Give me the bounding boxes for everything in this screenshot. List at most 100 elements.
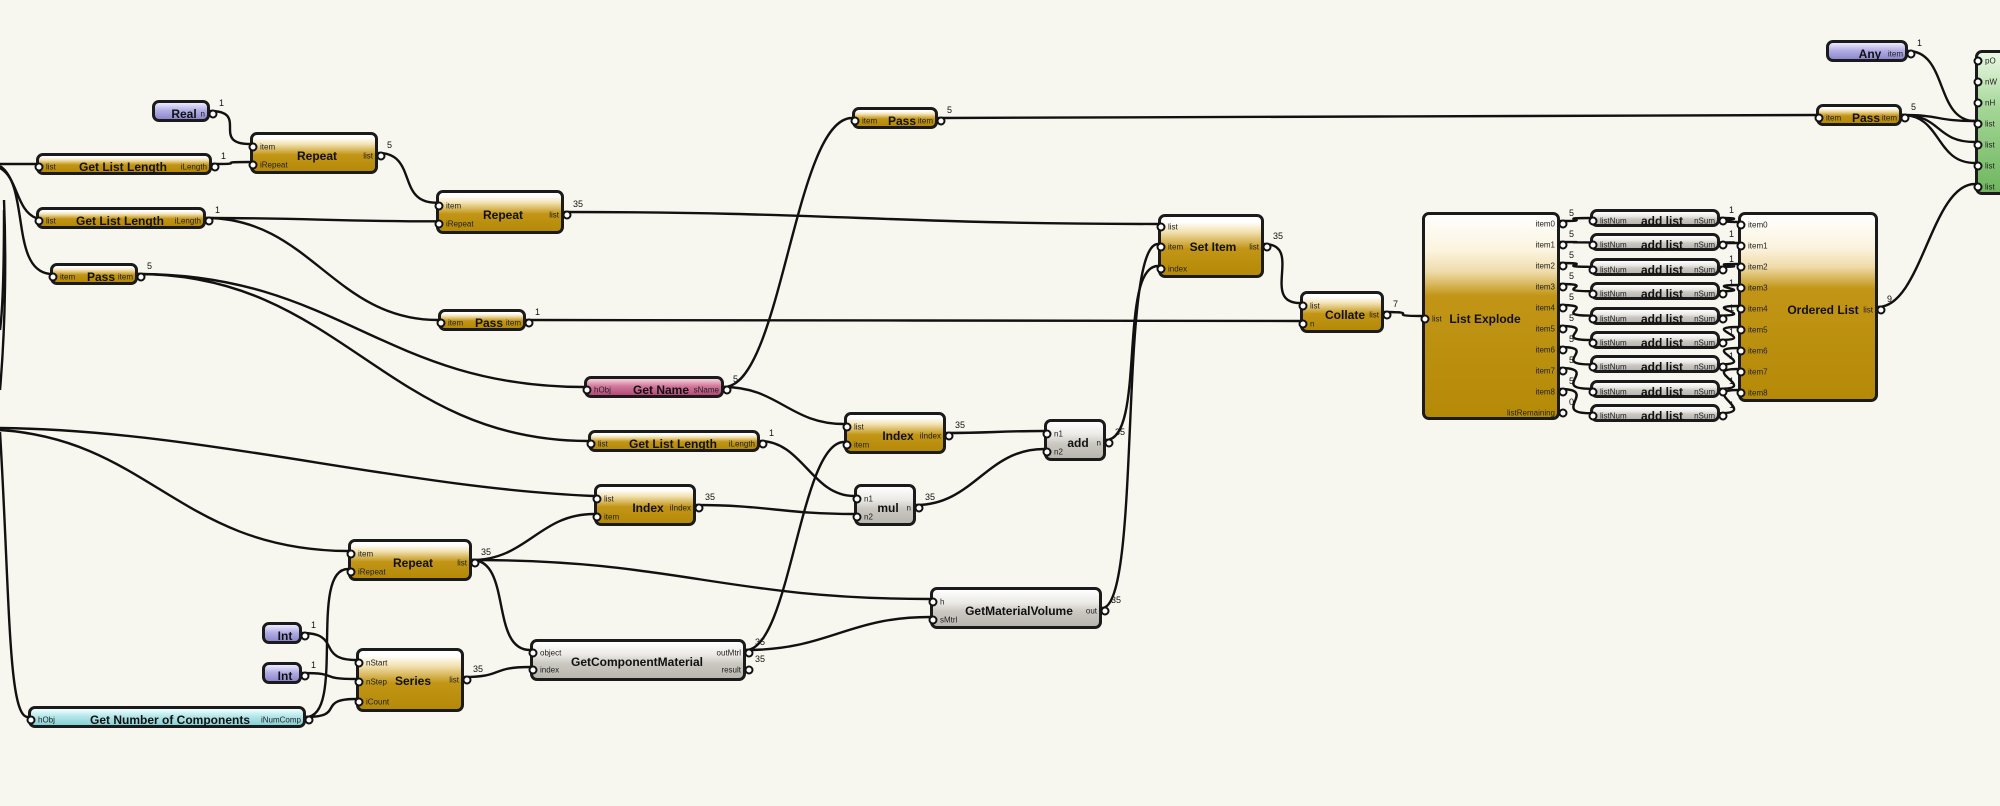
- output-port[interactable]: [744, 648, 754, 658]
- output-port[interactable]: [376, 151, 386, 161]
- output-port[interactable]: [208, 109, 218, 119]
- input-port[interactable]: [1814, 113, 1824, 123]
- output-port[interactable]: [1558, 282, 1568, 292]
- input-port[interactable]: [1973, 119, 1983, 129]
- input-port[interactable]: [928, 615, 938, 625]
- input-port[interactable]: [1736, 304, 1746, 314]
- output-port[interactable]: [304, 715, 314, 725]
- input-port[interactable]: [1973, 56, 1983, 66]
- input-port[interactable]: [1973, 98, 1983, 108]
- output-port[interactable]: [1718, 411, 1728, 421]
- input-port[interactable]: [1736, 283, 1746, 293]
- output-port[interactable]: [300, 671, 310, 681]
- input-port[interactable]: [592, 512, 602, 522]
- input-port[interactable]: [48, 272, 58, 282]
- input-port[interactable]: [26, 715, 36, 725]
- input-port[interactable]: [928, 597, 938, 607]
- input-port[interactable]: [434, 201, 444, 211]
- output-port[interactable]: [1558, 387, 1568, 397]
- input-port[interactable]: [248, 142, 258, 152]
- input-port[interactable]: [1588, 411, 1598, 421]
- input-port[interactable]: [1588, 338, 1598, 348]
- input-port[interactable]: [1156, 222, 1166, 232]
- output-port[interactable]: [1262, 242, 1272, 252]
- output-port[interactable]: [694, 503, 704, 513]
- output-port[interactable]: [944, 431, 954, 441]
- input-port[interactable]: [1736, 262, 1746, 272]
- output-port[interactable]: [300, 631, 310, 641]
- output-port[interactable]: [1558, 240, 1568, 250]
- input-port[interactable]: [586, 439, 596, 449]
- input-port[interactable]: [1042, 429, 1052, 439]
- output-port[interactable]: [462, 675, 472, 685]
- input-port[interactable]: [1736, 388, 1746, 398]
- input-port[interactable]: [1156, 264, 1166, 274]
- output-port[interactable]: [744, 665, 754, 675]
- output-port[interactable]: [470, 558, 480, 568]
- output-port[interactable]: [1104, 438, 1114, 448]
- output-port[interactable]: [1718, 289, 1728, 299]
- input-port[interactable]: [1156, 242, 1166, 252]
- input-port[interactable]: [1973, 77, 1983, 87]
- output-port[interactable]: [1718, 338, 1728, 348]
- input-port[interactable]: [34, 216, 44, 226]
- input-port[interactable]: [1588, 362, 1598, 372]
- output-port[interactable]: [1100, 606, 1110, 616]
- input-port[interactable]: [354, 697, 364, 707]
- output-port[interactable]: [1558, 219, 1568, 229]
- output-port[interactable]: [1718, 240, 1728, 250]
- input-port[interactable]: [842, 422, 852, 432]
- input-port[interactable]: [1588, 240, 1598, 250]
- output-port[interactable]: [1718, 216, 1728, 226]
- input-port[interactable]: [1736, 241, 1746, 251]
- input-port[interactable]: [1588, 387, 1598, 397]
- input-port[interactable]: [248, 160, 258, 170]
- input-port[interactable]: [434, 219, 444, 229]
- output-port[interactable]: [1558, 324, 1568, 334]
- output-port[interactable]: [562, 210, 572, 220]
- input-port[interactable]: [1736, 367, 1746, 377]
- input-port[interactable]: [852, 512, 862, 522]
- input-port[interactable]: [1298, 319, 1308, 329]
- input-port[interactable]: [1973, 161, 1983, 171]
- output-port[interactable]: [524, 318, 534, 328]
- output-port[interactable]: [1718, 265, 1728, 275]
- output-port[interactable]: [1718, 387, 1728, 397]
- input-port[interactable]: [1588, 216, 1598, 226]
- output-port[interactable]: [722, 385, 732, 395]
- input-port[interactable]: [592, 494, 602, 504]
- input-port[interactable]: [528, 665, 538, 675]
- input-port[interactable]: [354, 677, 364, 687]
- input-port[interactable]: [852, 494, 862, 504]
- input-port[interactable]: [346, 567, 356, 577]
- input-port[interactable]: [1736, 325, 1746, 335]
